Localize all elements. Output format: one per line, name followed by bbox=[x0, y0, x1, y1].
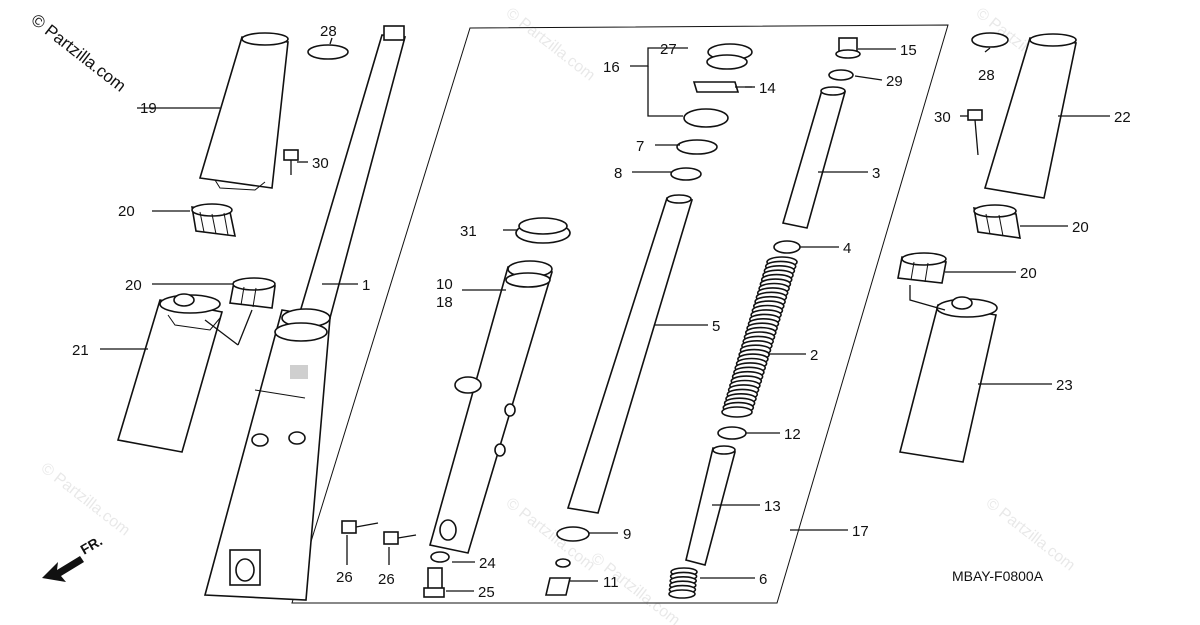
bolt-26-a bbox=[341, 520, 379, 534]
front-direction-arrow: FR. bbox=[42, 532, 105, 582]
copyright-text: © Partzilla.com bbox=[28, 10, 130, 96]
ring-28-left bbox=[307, 44, 349, 60]
callout-14: 14 bbox=[759, 80, 776, 97]
damper-assembly-outline bbox=[291, 24, 949, 604]
fork-slider-10 bbox=[428, 260, 554, 554]
callout-13: 13 bbox=[764, 498, 781, 515]
bearing-20-upper-right bbox=[973, 204, 1021, 239]
o-ring-29 bbox=[828, 69, 854, 81]
bolt-30-left bbox=[283, 149, 299, 175]
oil-seal-16 bbox=[670, 43, 753, 181]
spring-coil bbox=[668, 589, 696, 599]
callout-31: 31 bbox=[460, 223, 477, 240]
callout-30-right: 30 bbox=[934, 109, 951, 126]
fork-bolt-15 bbox=[835, 37, 861, 59]
rebound-spring-rod-13 bbox=[685, 445, 736, 566]
callout-19: 19 bbox=[140, 100, 157, 117]
bearing-20-lower-left bbox=[229, 277, 276, 309]
callout-20-lower-left: 20 bbox=[125, 277, 142, 294]
lower-cover-right bbox=[899, 285, 998, 463]
callout-20-upper-left: 20 bbox=[118, 203, 135, 220]
fork-cover-right bbox=[983, 33, 1077, 199]
callout-24: 24 bbox=[479, 555, 496, 572]
dust-seal-31 bbox=[515, 217, 571, 244]
lower-cover-left bbox=[116, 293, 253, 453]
callout-5: 5 bbox=[712, 318, 720, 335]
callout-10: 10 bbox=[436, 276, 453, 293]
callout-12: 12 bbox=[784, 426, 801, 443]
bolt-26-b bbox=[383, 531, 417, 545]
bushing-9 bbox=[556, 526, 590, 542]
callout-4: 4 bbox=[843, 240, 851, 257]
callout-16: 16 bbox=[603, 59, 620, 76]
callout-11: 11 bbox=[603, 574, 619, 591]
bearing-20-lower-right bbox=[897, 252, 947, 284]
callout-17: 17 bbox=[852, 523, 869, 540]
diagram-code: MBAY-F0800A bbox=[952, 568, 1044, 584]
callout-28-right: 28 bbox=[978, 67, 995, 84]
watermark: © Partzilla.com bbox=[503, 5, 598, 85]
watermark: © Partzilla.com bbox=[983, 495, 1078, 575]
callout-1: 1 bbox=[362, 277, 370, 294]
spring-coil bbox=[721, 406, 753, 418]
callout-9: 9 bbox=[623, 526, 631, 543]
washer-4 bbox=[773, 240, 801, 254]
callout-22: 22 bbox=[1114, 109, 1131, 126]
fork-pipe-1 bbox=[203, 25, 407, 601]
spacer-pipe-3 bbox=[781, 86, 847, 229]
callout-28-left: 28 bbox=[320, 23, 337, 40]
callout-labels: 1 2 3 4 5 6 7 8 9 10 11 12 13 14 15 16 1… bbox=[72, 23, 1131, 601]
callout-7: 7 bbox=[636, 138, 644, 155]
bolt-30-right bbox=[967, 109, 983, 156]
callout-8: 8 bbox=[614, 165, 622, 182]
rebound-spring-6 bbox=[668, 567, 698, 599]
callout-3: 3 bbox=[872, 165, 880, 182]
callout-15: 15 bbox=[900, 42, 917, 59]
callout-21: 21 bbox=[72, 342, 89, 359]
watermark: © Partzilla.com bbox=[588, 550, 683, 625]
callout-30-left: 30 bbox=[312, 155, 329, 172]
callout-2: 2 bbox=[810, 347, 818, 364]
callout-26-a: 26 bbox=[336, 569, 353, 586]
leader-lines bbox=[100, 37, 1110, 592]
callout-27: 27 bbox=[660, 41, 677, 58]
callout-26-b: 26 bbox=[378, 571, 395, 588]
bolt-25 bbox=[423, 567, 445, 598]
watermark: © Partzilla.com bbox=[38, 460, 133, 540]
bearing-20-upper-left bbox=[191, 203, 237, 237]
washer-24 bbox=[430, 551, 450, 563]
piston-ring-12 bbox=[717, 426, 747, 440]
callout-23: 23 bbox=[1056, 377, 1073, 394]
callout-29: 29 bbox=[886, 73, 903, 90]
callout-20-lower-right: 20 bbox=[1020, 265, 1037, 282]
damper-pipe-5 bbox=[566, 194, 694, 514]
fork-spring-2 bbox=[721, 256, 798, 418]
callout-6: 6 bbox=[759, 571, 767, 588]
callout-20-upper-right: 20 bbox=[1072, 219, 1089, 236]
front-arrow-label: FR. bbox=[78, 532, 106, 557]
ring-28-right bbox=[971, 32, 1009, 48]
callout-18: 18 bbox=[436, 294, 453, 311]
callout-25: 25 bbox=[478, 584, 495, 601]
part-11 bbox=[544, 558, 572, 596]
fork-cover-left bbox=[198, 32, 289, 191]
